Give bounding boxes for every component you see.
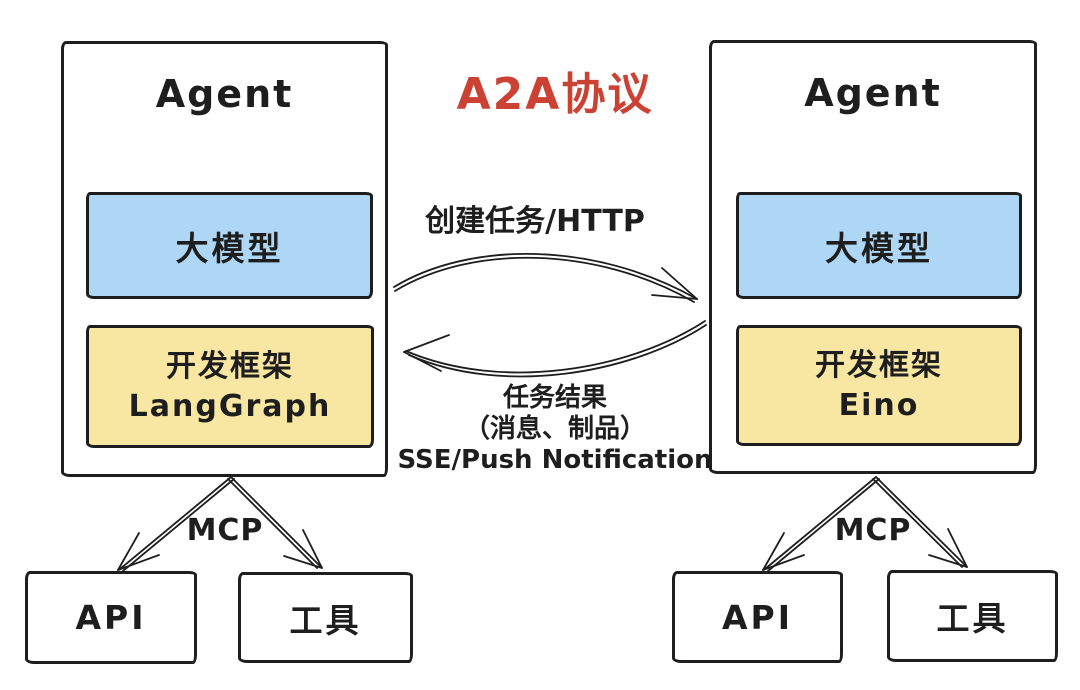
a2a-request-arrow (393, 252, 698, 303)
api-label: API (75, 598, 147, 637)
a2a-protocol-title: A2A协议 (456, 69, 654, 120)
framework-name: LangGraph (128, 388, 332, 424)
framework-label: 开发框架 (815, 347, 943, 383)
model-label: 大模型 (825, 228, 933, 268)
agent-title: Agent (804, 71, 942, 115)
api-box-right: API (672, 571, 843, 663)
tools-box-right: 工具 (887, 570, 1058, 662)
api-box-left: API (25, 571, 197, 664)
response-label-line1: 任务结果 (502, 383, 607, 413)
framework-name: Eino (838, 387, 920, 423)
model-label: 大模型 (175, 228, 284, 268)
model-box: 大模型 (86, 192, 373, 299)
agent-box-right: Agent 大模型 开发框架 Eino (709, 40, 1037, 474)
mcp-label-left: MCP (186, 513, 264, 548)
response-label-line2: （消息、制品） (463, 414, 646, 444)
framework-box: 开发框架 Eino (736, 325, 1022, 446)
framework-label: 开发框架 (166, 348, 294, 384)
tools-label: 工具 (936, 599, 1009, 638)
model-box: 大模型 (736, 192, 1022, 299)
api-label: API (721, 597, 793, 637)
response-label-line3: SSE/Push Notification (397, 445, 713, 475)
agent-title: Agent (155, 72, 294, 116)
framework-box: 开发框架 LangGraph (86, 325, 374, 448)
tools-label: 工具 (289, 600, 362, 640)
agent-box-left: Agent 大模型 开发框架 LangGraph (61, 41, 388, 477)
mcp-label-right: MCP (834, 513, 912, 548)
tools-box-left: 工具 (238, 572, 413, 663)
request-arrow-label: 创建任务/HTTP (425, 204, 645, 239)
response-arrow-label: 任务结果 （消息、制品） SSE/Push Notification (385, 383, 725, 476)
a2a-response-arrow (403, 320, 707, 378)
